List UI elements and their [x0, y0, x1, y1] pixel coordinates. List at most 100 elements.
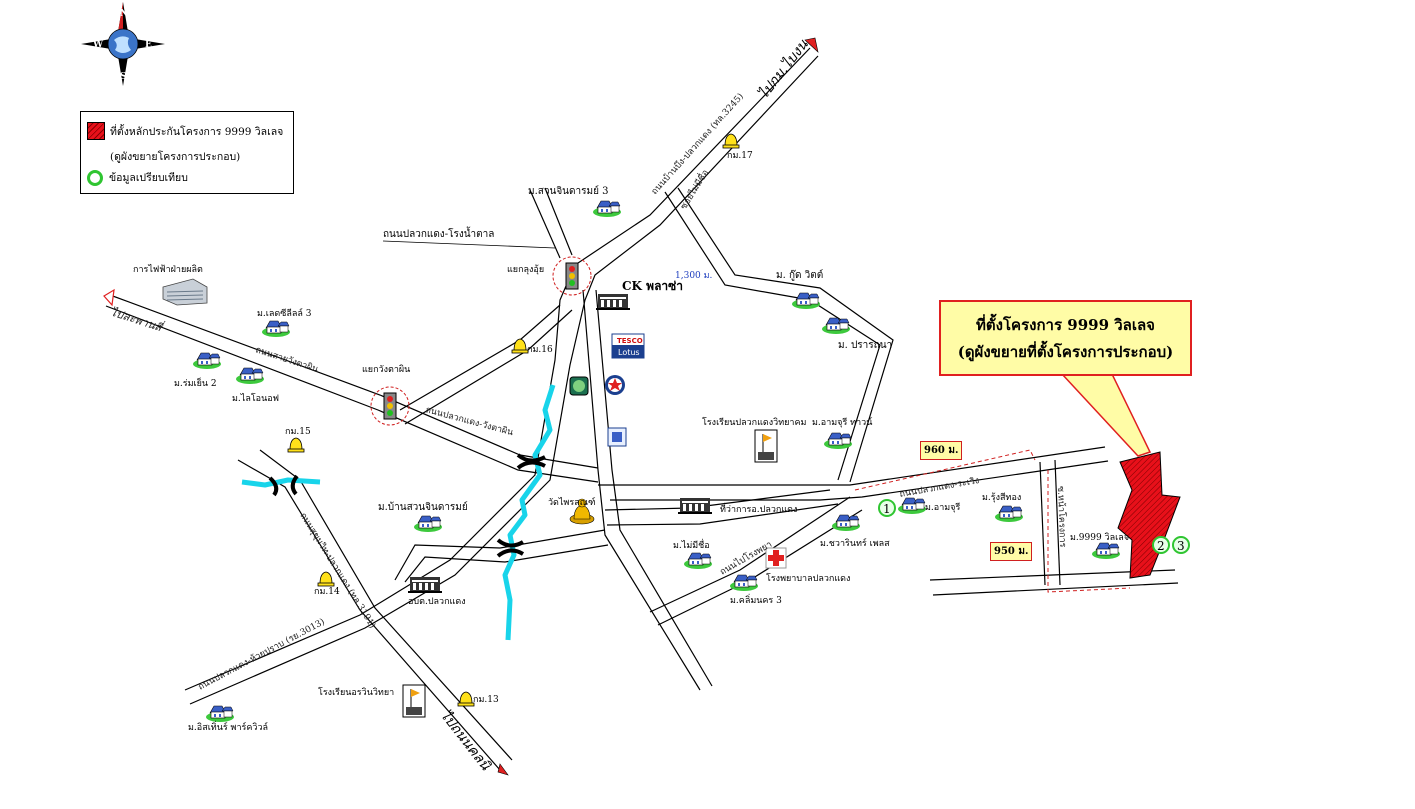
- legend-comparison-label: ข้อมูลเปรียบเทียบ: [109, 172, 188, 184]
- label-road-wang-ta-phin: ถนนสายวังตาผิน: [254, 344, 320, 375]
- label-km17: กม.17: [727, 151, 753, 161]
- label-km14: กม.14: [314, 587, 340, 597]
- comparison-circle-icon: [87, 169, 103, 186]
- bank-icon: [607, 427, 627, 447]
- km-marker-icon: [511, 338, 529, 354]
- label-dist-1300: 1,300 ม.: [675, 271, 713, 281]
- km-marker-icon: [287, 437, 305, 453]
- house-icon: [729, 574, 759, 592]
- house-icon: [821, 317, 851, 335]
- river: [241, 384, 556, 641]
- distance-box-960: 960 ม.: [920, 441, 963, 460]
- label-yang-lung-ui: แยกลุงอุ้ย: [507, 264, 544, 275]
- label-rung-thong: ม.รุ้งสีทอง: [982, 492, 1021, 503]
- distance-lines: [854, 449, 1131, 593]
- comparison-marker-1: 1: [878, 499, 896, 517]
- label-lad-sailane3: ม.เลดซีลีลล์ 3: [257, 307, 312, 319]
- obt-building-icon: [408, 577, 442, 593]
- star-gas-station-icon: [605, 375, 625, 395]
- km-marker-icon: [457, 691, 475, 707]
- svg-text:TESCO: TESCO: [617, 337, 643, 345]
- tesco-lotus-logo-icon: TESCO Lotus: [611, 333, 645, 359]
- house-icon: [831, 514, 861, 532]
- district-office-building-icon: [678, 498, 712, 514]
- label-road-soi-mai: ซอยไม่มีชื่อ: [677, 167, 712, 212]
- compass-n: N: [120, 9, 128, 19]
- compass-s: S: [120, 72, 127, 82]
- legend-project-sub: (ดูผังขยายโครงการประกอบ): [110, 151, 241, 163]
- house-icon: [791, 292, 821, 310]
- traffic-light-icon: [552, 256, 592, 296]
- label-amphuri: ม.อามจุรี: [925, 502, 960, 513]
- house-icon: [261, 320, 291, 338]
- compass-w: W: [92, 40, 104, 50]
- legend: ที่ตั้งหลักประกันโครงการ 9999 วิลเลจ (ดู…: [80, 111, 294, 194]
- comparison-marker-3: 3: [1172, 536, 1190, 554]
- label-electricity: การไฟฟ้าฝ่ายผลิต: [133, 264, 203, 275]
- label-km13: กม.13: [473, 695, 499, 705]
- label-good-city: ม. กู๊ด วิตต์: [776, 269, 823, 281]
- label-km15: กม.15: [285, 427, 311, 437]
- label-mai-mi-chue: ม.ไม่มีชื่อ: [673, 538, 710, 551]
- house-icon: [205, 705, 235, 723]
- svg-text:2: 2: [1157, 539, 1165, 553]
- house-icon: [413, 515, 443, 533]
- callout-pointer: [1060, 373, 1152, 457]
- km-marker-icon: [317, 571, 335, 587]
- compass-e: E: [145, 40, 152, 50]
- project-callout: ที่ตั้งโครงการ 9999 วิลเลจ (ดูผังขยายที่…: [939, 300, 1192, 376]
- label-village-9999: ม.9999 วิลเลจ: [1070, 532, 1129, 543]
- callout-line2: (ดูผังขยายที่ตั้งโครงการประกอบ): [957, 343, 1174, 361]
- label-yang-wang: แยกวังตาผิน: [362, 364, 410, 375]
- house-icon: [235, 367, 265, 385]
- direction-arrows: [103, 37, 819, 776]
- legend-project-sub-row: (ดูผังขยายโครงการประกอบ): [110, 148, 240, 165]
- hospital-icon: [765, 547, 787, 569]
- legend-project-row: ที่ตั้งหลักประกันโครงการ 9999 วิลเลจ: [87, 122, 283, 140]
- label-district-office: ที่ว่าการอ.ปลวกแดง: [720, 502, 797, 515]
- temple-buddha-icon: [569, 498, 595, 525]
- label-school-orawin: โรงเรียนอรวินวิทยา: [318, 687, 394, 698]
- house-icon: [592, 200, 622, 218]
- school-icon: [402, 684, 426, 718]
- comparison-marker-2: 2: [1152, 536, 1170, 554]
- svg-text:Lotus: Lotus: [618, 348, 640, 357]
- house-icon: [897, 497, 927, 515]
- label-dir-chonburi: ไปถนนคลนิ: [437, 707, 495, 775]
- house-icon: [192, 352, 222, 370]
- label-pranatha: ม. ปรารถนา: [838, 340, 892, 351]
- label-romyen2: ม.ร่มเย็น 2: [174, 376, 217, 389]
- label-school-plaeng: โรงเรียนปลวกแดงวิทยาคม: [702, 417, 807, 428]
- project-swatch-icon: [87, 122, 105, 140]
- traffic-light-icon: [370, 386, 410, 426]
- legend-project-label: ที่ตั้งหลักประกันโครงการ 9999 วิลเลจ: [110, 125, 284, 138]
- callout-line1: ที่ตั้งโครงการ 9999 วิลเลจ: [976, 316, 1155, 334]
- label-obt: อบต.ปลวกแดง: [408, 597, 466, 607]
- svg-text:1: 1: [883, 502, 891, 516]
- ck-plaza-building-icon: [596, 294, 630, 310]
- label-dir-prawet: ไปละพานสี่: [109, 304, 166, 335]
- label-suan-chinnakarn3: ม.สวนจินดารมย์ 3: [528, 185, 609, 197]
- distance-box-950: 950 ม.: [990, 542, 1033, 561]
- label-road-plaeng-huaypran: ถนนปลวกแดง-ห้วยปราบ (รย.3013): [196, 616, 326, 692]
- label-road-soi-project: ซ.หน้าโครงการ: [1055, 486, 1068, 548]
- label-road-plaeng-sugar: ถนนปลวกแดง-โรงน้ำตาล: [383, 226, 494, 240]
- project-site-shape: [1117, 451, 1181, 579]
- house-icon: [823, 432, 853, 450]
- school-icon: [754, 429, 778, 463]
- label-road-sukhumvit-plaeng: ถนนสุขุมวิท-ปลวกแดง (ทล.3191): [297, 511, 377, 631]
- label-wat: วัดไพรสณฑ์: [548, 496, 596, 508]
- house-icon: [1091, 542, 1121, 560]
- legend-comparison-row: ข้อมูลเปรียบเทียบ: [87, 169, 188, 186]
- compass-rose-icon: N S E W: [81, 2, 165, 86]
- house-icon: [994, 505, 1024, 523]
- house-icon: [683, 552, 713, 570]
- bridges: [268, 453, 546, 558]
- label-klin-nakorn3: ม.คลิ่มนคร 3: [730, 593, 782, 606]
- label-amphur-town: ม.อามจุรี ทาวน์: [812, 416, 872, 428]
- label-islethin: ม.อิสเทิ่นร์ พาร์ควิวล์: [188, 720, 268, 733]
- power-plant-icon: [162, 278, 208, 306]
- label-ban-suan: ม.บ้านสวนจินดารมย์: [378, 501, 468, 513]
- label-hospital: โรงพยาบาลปลวกแดง: [766, 573, 850, 584]
